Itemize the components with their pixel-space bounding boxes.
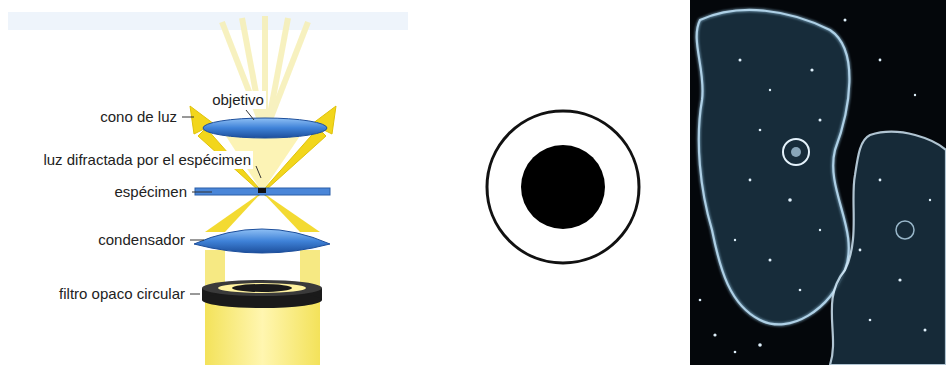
header-bar — [8, 12, 408, 30]
part-label: luz difractada por el espécimen — [41, 151, 253, 169]
leader-lines — [182, 110, 261, 294]
specimen — [258, 188, 266, 193]
part-label: condensador — [96, 231, 187, 249]
light-cone — [205, 192, 262, 232]
objective-lens — [203, 118, 327, 138]
light-cone — [262, 192, 320, 232]
light-column — [205, 298, 320, 365]
part-label: espécimen — [112, 183, 189, 201]
part-label: filtro opaco circular — [57, 285, 187, 303]
filter-ring — [487, 111, 639, 263]
filter-disc — [521, 145, 605, 229]
micrograph — [690, 0, 946, 365]
specimen-slide — [195, 188, 330, 195]
part-label: objetivo — [210, 91, 266, 109]
opaque-filter — [202, 280, 322, 308]
condenser-lens — [194, 229, 330, 253]
part-label: cono de luz — [98, 108, 179, 126]
